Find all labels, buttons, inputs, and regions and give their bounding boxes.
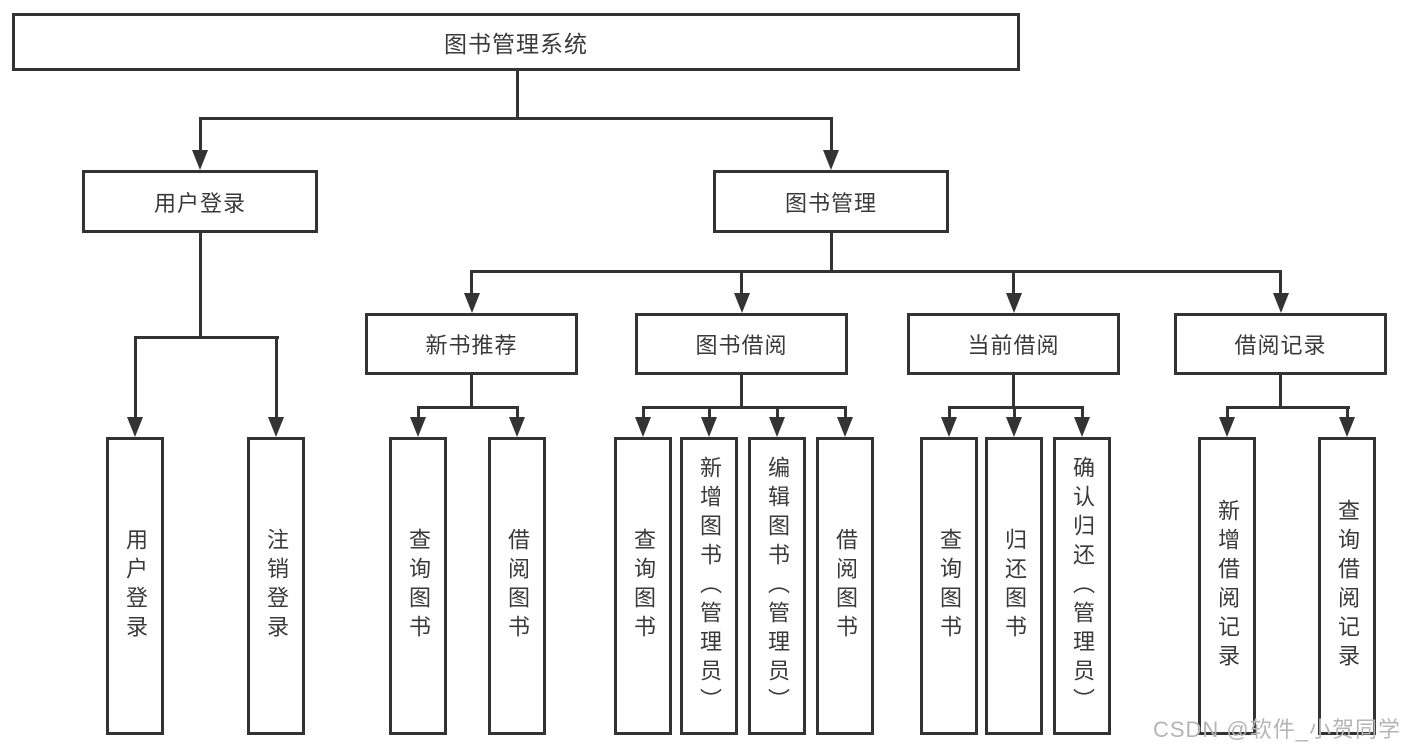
connector: [829, 233, 833, 273]
leaf-borrow-books: 借阅图书: [816, 437, 874, 735]
leaf-user-login-label: 用户登录: [123, 528, 148, 644]
connector: [416, 406, 420, 421]
arrowhead-down: [733, 293, 750, 313]
connector: [515, 406, 519, 421]
connector: [1279, 270, 1282, 296]
connector: [1012, 270, 1015, 296]
connector: [843, 406, 847, 421]
connector: [641, 406, 645, 421]
leaf-query-books-recommend-label: 查询图书: [406, 528, 431, 644]
arrowhead-down: [1339, 417, 1355, 437]
node-current-borrow: 当前借阅: [907, 313, 1120, 375]
connector: [470, 375, 473, 409]
leaf-query-books-borrow: 查询图书: [614, 437, 672, 735]
leaf-borrow-books-recommend: 借阅图书: [488, 437, 546, 735]
connector: [1345, 406, 1349, 421]
leaf-borrow-books-recommend-label: 借阅图书: [505, 528, 530, 644]
arrowhead-down: [1006, 417, 1022, 437]
connector: [1012, 375, 1015, 409]
connector: [1012, 406, 1016, 421]
leaf-query-borrow-record-label: 查询借阅记录: [1335, 499, 1360, 673]
connector: [133, 336, 279, 339]
connector: [740, 270, 743, 296]
connector: [198, 117, 202, 153]
leaf-borrow-books-label: 借阅图书: [833, 528, 858, 644]
node-new-book-recommend-label: 新书推荐: [425, 333, 518, 358]
connector: [1279, 375, 1282, 409]
connector: [274, 336, 278, 420]
arrowhead-down: [837, 417, 853, 437]
connector: [416, 406, 519, 409]
arrowhead-down: [463, 293, 480, 313]
leaf-logout-label: 注销登录: [264, 528, 289, 644]
arrowhead-down: [941, 417, 957, 437]
arrowhead-down: [1219, 417, 1235, 437]
leaf-add-book-admin: 新增图书（管理员）: [680, 437, 738, 735]
arrowhead-down: [268, 417, 284, 437]
arrowhead-down: [192, 150, 208, 170]
node-book-management-label: 图书管理: [784, 190, 877, 216]
node-user-login: 用户登录: [82, 170, 318, 233]
arrowhead-down: [1074, 417, 1090, 437]
connector: [198, 233, 202, 339]
connector: [707, 406, 711, 421]
arrowhead-down: [127, 417, 143, 437]
arrowhead-down: [1005, 293, 1022, 313]
leaf-return-book: 归还图书: [985, 437, 1043, 735]
node-library-system: 图书管理系统: [12, 13, 1020, 71]
connector: [198, 117, 833, 120]
connector: [775, 406, 779, 421]
leaf-query-books-current: 查询图书: [920, 437, 978, 735]
node-book-borrow-label: 图书借阅: [695, 333, 788, 358]
arrowhead-down: [509, 417, 525, 437]
arrowhead-down: [410, 417, 426, 437]
connector: [470, 270, 1281, 273]
arrowhead-down: [635, 417, 651, 437]
leaf-query-books-recommend: 查询图书: [389, 437, 447, 735]
node-borrow-records: 借阅记录: [1174, 313, 1387, 375]
connector: [133, 336, 137, 420]
node-book-borrow: 图书借阅: [635, 313, 848, 375]
leaf-query-books-borrow-label: 查询图书: [631, 528, 656, 644]
leaf-logout: 注销登录: [247, 437, 305, 735]
leaf-return-book-label: 归还图书: [1002, 528, 1027, 644]
connector: [947, 406, 1084, 409]
node-library-system-label: 图书管理系统: [444, 31, 588, 57]
arrowhead-down: [701, 417, 717, 437]
leaf-user-login: 用户登录: [106, 437, 164, 735]
leaf-add-borrow-record: 新增借阅记录: [1198, 437, 1256, 735]
leaf-query-books-current-label: 查询图书: [937, 528, 962, 644]
connector: [1225, 406, 1229, 421]
connector: [515, 70, 519, 119]
arrowhead-down: [1272, 293, 1289, 313]
connector: [947, 406, 951, 421]
node-new-book-recommend: 新书推荐: [365, 313, 578, 375]
connector: [1080, 406, 1084, 421]
leaf-query-borrow-record: 查询借阅记录: [1318, 437, 1376, 735]
watermark: CSDN @软件_小贺同学: [1152, 717, 1401, 742]
leaf-add-book-admin-label: 新增图书（管理员）: [697, 455, 722, 717]
leaf-edit-book-admin-label: 编辑图书（管理员）: [765, 455, 790, 717]
node-borrow-records-label: 借阅记录: [1234, 333, 1327, 358]
arrowhead-down: [823, 150, 839, 170]
leaf-confirm-return-admin-label: 确认归还（管理员）: [1070, 455, 1095, 717]
connector: [740, 375, 743, 409]
leaf-confirm-return-admin: 确认归还（管理员）: [1053, 437, 1111, 735]
leaf-edit-book-admin: 编辑图书（管理员）: [748, 437, 806, 735]
connector: [470, 270, 473, 296]
connector: [641, 406, 847, 409]
arrowhead-down: [769, 417, 785, 437]
node-book-management: 图书管理: [713, 170, 949, 233]
node-current-borrow-label: 当前借阅: [967, 333, 1060, 358]
connector: [829, 117, 833, 153]
node-user-login-label: 用户登录: [153, 190, 246, 216]
connector: [1225, 406, 1350, 409]
leaf-add-borrow-record-label: 新增借阅记录: [1215, 499, 1240, 673]
